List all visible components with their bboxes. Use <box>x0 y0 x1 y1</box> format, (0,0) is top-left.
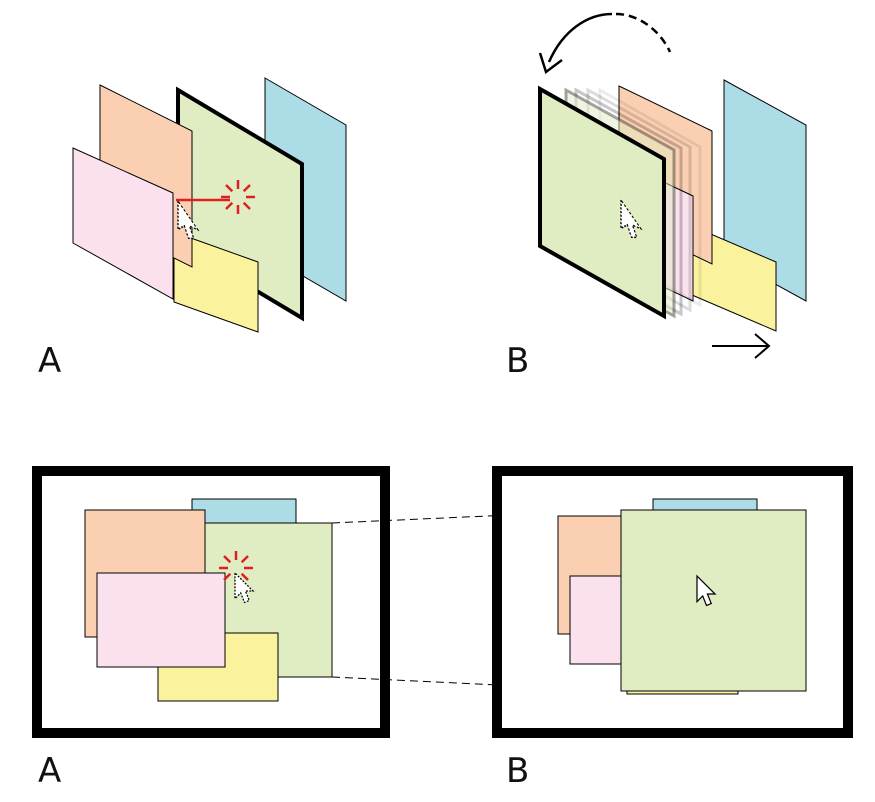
label-top-b: B <box>506 341 529 381</box>
right-arrow-head <box>754 333 771 359</box>
window-pink <box>569 575 629 665</box>
window-green-raised <box>620 509 807 692</box>
stack-a <box>72 77 347 333</box>
label-bottom-b: B <box>506 751 529 791</box>
label-bottom-a: A <box>38 751 61 791</box>
rotate-arrow-head <box>538 52 563 75</box>
window-pink <box>96 572 226 668</box>
window-yellow <box>173 231 259 333</box>
window-blue <box>723 79 807 302</box>
rotate-arrow-dashed <box>615 12 672 53</box>
rotate-arrow-icon <box>547 12 613 63</box>
window-pink <box>72 147 174 300</box>
screen-b <box>492 466 853 738</box>
label-top-a: A <box>38 341 61 381</box>
window-green-raised <box>538 85 666 320</box>
stack-b <box>538 12 807 359</box>
screen-a <box>32 466 390 738</box>
